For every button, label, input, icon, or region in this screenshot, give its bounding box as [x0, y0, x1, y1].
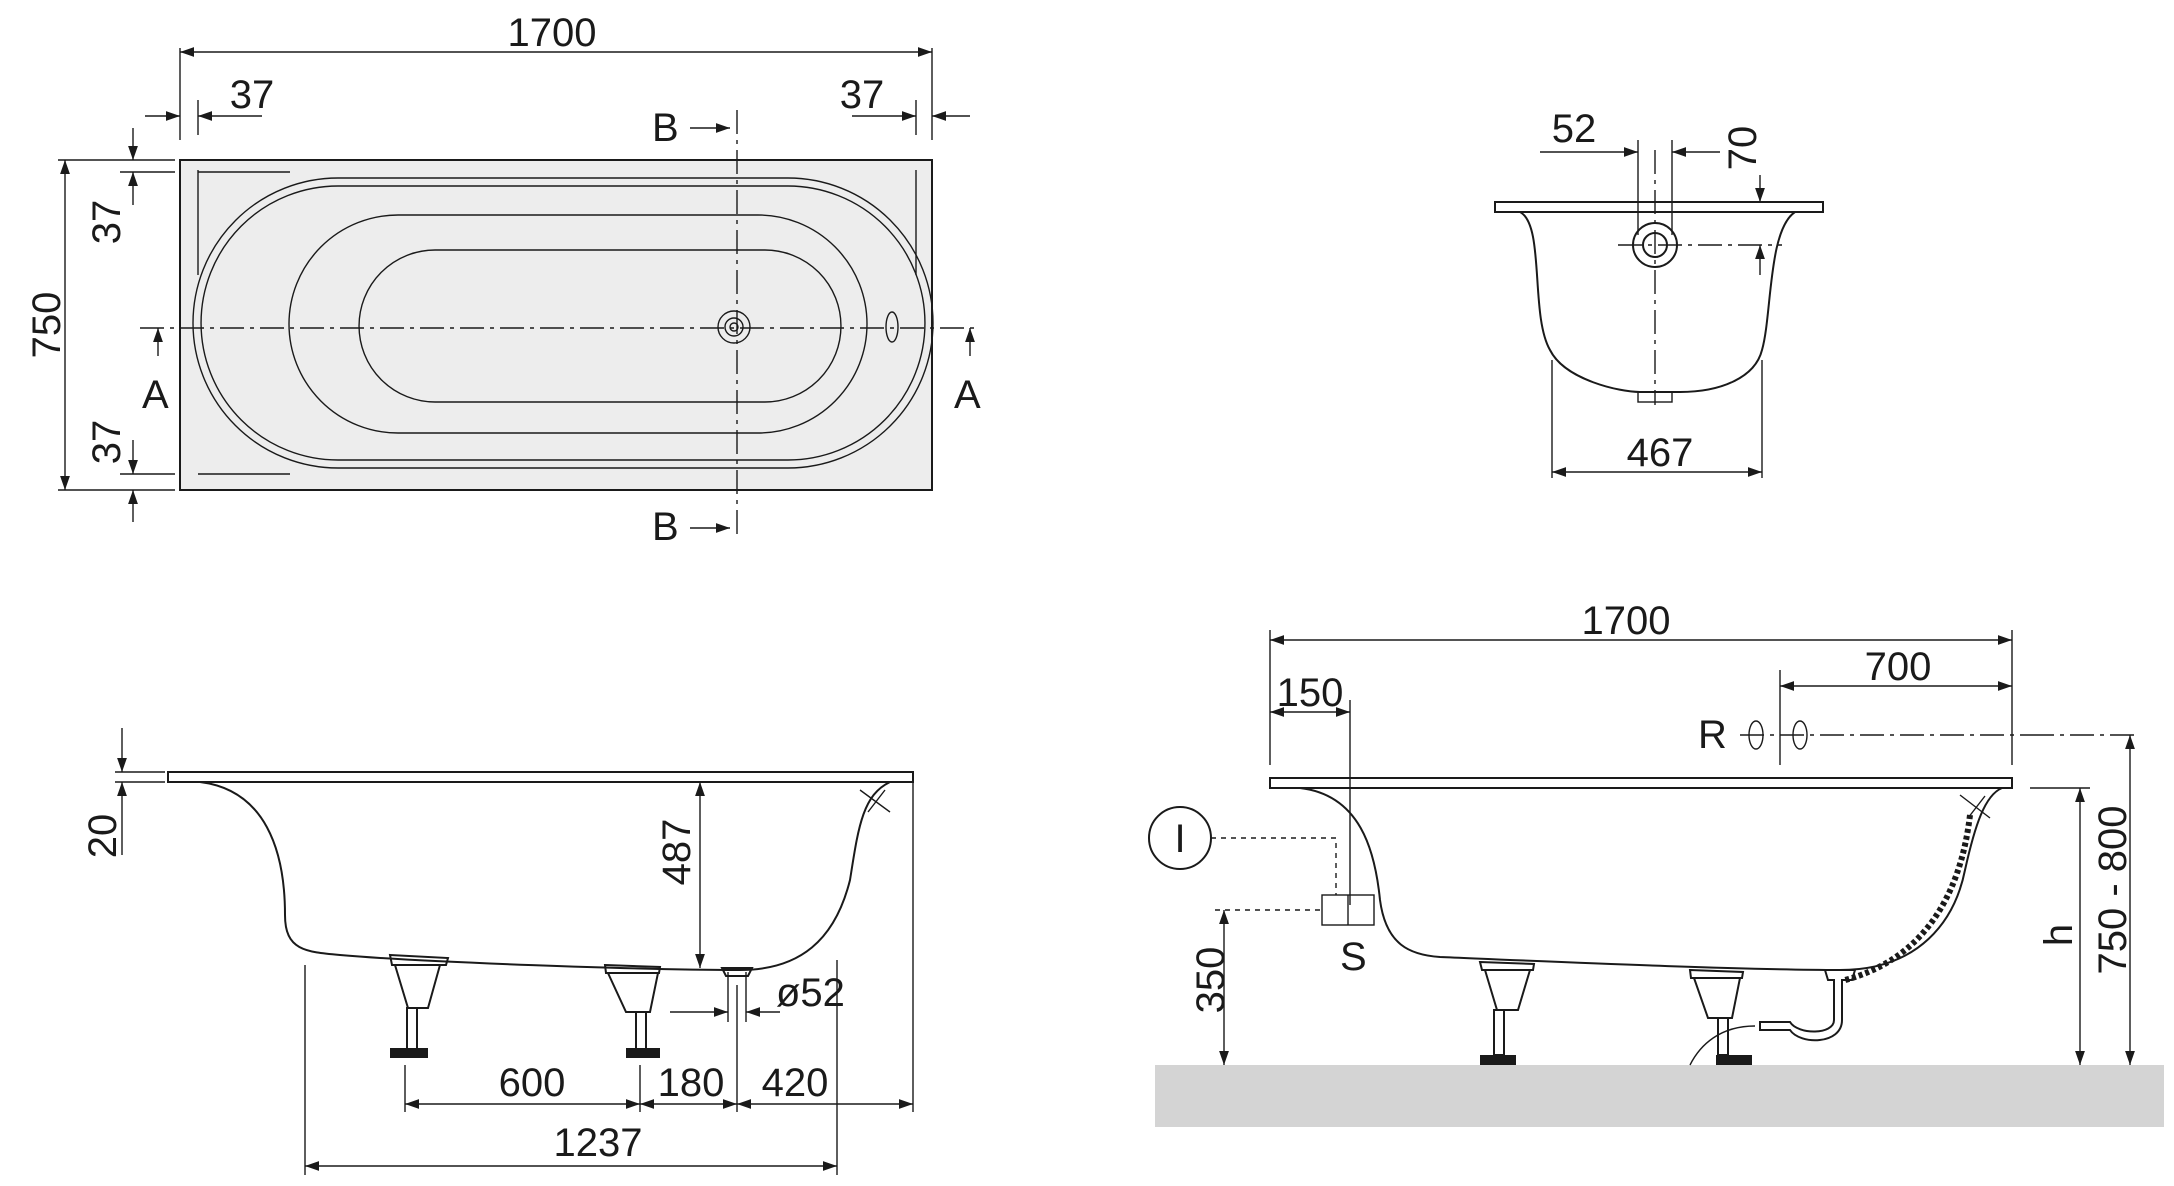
side-rim [167, 771, 914, 783]
section-rim [1494, 201, 1824, 213]
section-drain-offset: 52 [1552, 107, 1597, 151]
side-drain-to-end: 420 [762, 1061, 829, 1105]
install-height-label: h [2037, 924, 2081, 946]
top-length-label: 1700 [508, 11, 597, 55]
drain-outer [717, 310, 751, 344]
top-side-margin-bottom: 37 [85, 420, 129, 465]
overflow-outline [885, 311, 899, 343]
side-foot-spacing: 600 [499, 1061, 566, 1105]
install-label-r: R [1698, 713, 1727, 757]
section-a-right: A [954, 373, 981, 417]
top-width-label: 750 [25, 292, 69, 359]
install-supply-offset: 150 [1277, 671, 1344, 715]
install-label-i: I [1174, 817, 1185, 861]
side-rim-thickness: 20 [81, 814, 125, 859]
tub-inner-oval-2 [200, 185, 926, 461]
section-b-bottom: B [652, 505, 679, 549]
install-length: 1700 [1582, 599, 1671, 643]
floor [1155, 1065, 2164, 1127]
side-tub-profile [199, 781, 891, 972]
tub-rim-outline [179, 159, 933, 491]
section-bottom-width: 467 [1627, 431, 1694, 475]
install-label-s: S [1340, 935, 1367, 979]
side-view: 20 487 ø52 600 180 420 1237 [81, 728, 914, 1175]
section-overflow-height: 70 [1721, 126, 1765, 171]
top-side-margin-top: 37 [85, 200, 129, 245]
top-view: 1700 37 37 750 37 37 B B A A [25, 11, 981, 549]
install-foot-left [1478, 960, 1536, 1065]
tub-inner-oval [192, 177, 934, 469]
side-foot-to-drain: 180 [658, 1061, 725, 1105]
drain-trap [1759, 969, 1857, 1042]
side-drain-diameter: ø52 [776, 971, 845, 1015]
top-end-margin-right: 37 [840, 73, 885, 117]
side-drain [720, 967, 754, 977]
install-foot-right [1688, 968, 1752, 1065]
section-b-view: 52 70 467 [1494, 107, 1824, 478]
drain-inner [724, 317, 744, 337]
drain-core [729, 322, 739, 332]
install-height-range: 750 - 800 [2091, 805, 2135, 974]
tub-basin-outline [288, 214, 868, 434]
section-a-left: A [142, 373, 169, 417]
section-b-top: B [652, 106, 679, 150]
install-view: 1700 700 R 150 S I 350 h 750 - 800 [1148, 599, 2164, 1127]
foot-left [388, 953, 450, 1058]
tub-floor-outline [358, 249, 842, 403]
install-tub-profile [1299, 787, 2003, 972]
top-end-margin-left: 37 [230, 73, 275, 117]
section-tub-profile [1519, 211, 1799, 393]
install-rim [1269, 777, 2013, 789]
side-feet-overall: 1237 [554, 1121, 643, 1165]
side-depth: 487 [655, 819, 699, 886]
overflow-hose [1844, 814, 1973, 983]
install-floor-to-supply: 350 [1189, 947, 1233, 1014]
foot-right [603, 963, 662, 1058]
install-fitting-offset: 700 [1865, 645, 1932, 689]
